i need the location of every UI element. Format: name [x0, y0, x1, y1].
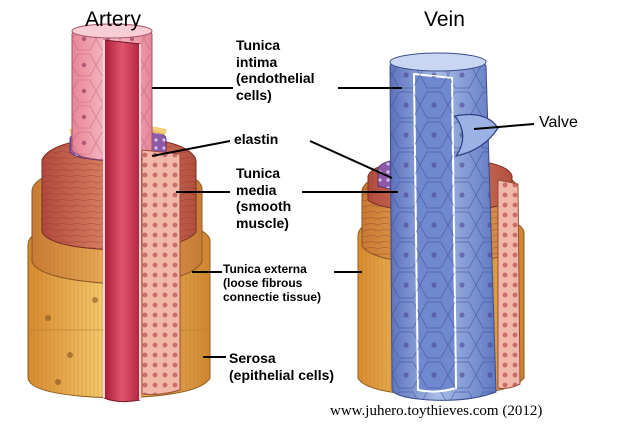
- label-elastin: elastin: [234, 131, 278, 148]
- label-tunica-media: Tunica media (smooth muscle): [236, 165, 291, 231]
- label-tunica-externa: Tunica externa (loose fibrous connectie …: [223, 262, 321, 304]
- artery-title: Artery: [85, 8, 141, 32]
- label-tunica-media-line-2: media: [236, 182, 291, 199]
- label-tunica-externa-line-2: (loose fibrous: [223, 276, 321, 290]
- label-tunica-intima-line-4: cells): [236, 87, 315, 104]
- label-tunica-media-line-1: Tunica: [236, 165, 291, 182]
- label-tunica-intima: Tunica intima (endothelial cells): [236, 37, 315, 103]
- vein-illustration: [358, 53, 524, 400]
- label-tunica-intima-line-2: intima: [236, 54, 315, 71]
- artery-lumen-cutaway: [104, 40, 140, 402]
- label-tunica-intima-line-1: Tunica: [236, 37, 315, 54]
- artery-illustration: [28, 24, 210, 402]
- leader-elastin-vein: [310, 141, 392, 178]
- label-serosa: Serosa (epithelial cells): [229, 350, 334, 383]
- credit-text: www.juhero.toythieves.com (2012): [330, 403, 542, 420]
- label-tunica-media-line-4: muscle): [236, 215, 291, 232]
- label-tunica-externa-line-1: Tunica externa: [223, 262, 321, 276]
- label-serosa-line-1: Serosa: [229, 350, 334, 367]
- label-tunica-externa-line-3: connectie tissue): [223, 290, 321, 304]
- label-tunica-intima-line-3: (endothelial: [236, 70, 315, 87]
- label-tunica-media-line-3: (smooth: [236, 198, 291, 215]
- label-valve: Valve: [539, 114, 578, 133]
- vein-title: Vein: [424, 8, 465, 32]
- label-serosa-line-2: (epithelial cells): [229, 367, 334, 384]
